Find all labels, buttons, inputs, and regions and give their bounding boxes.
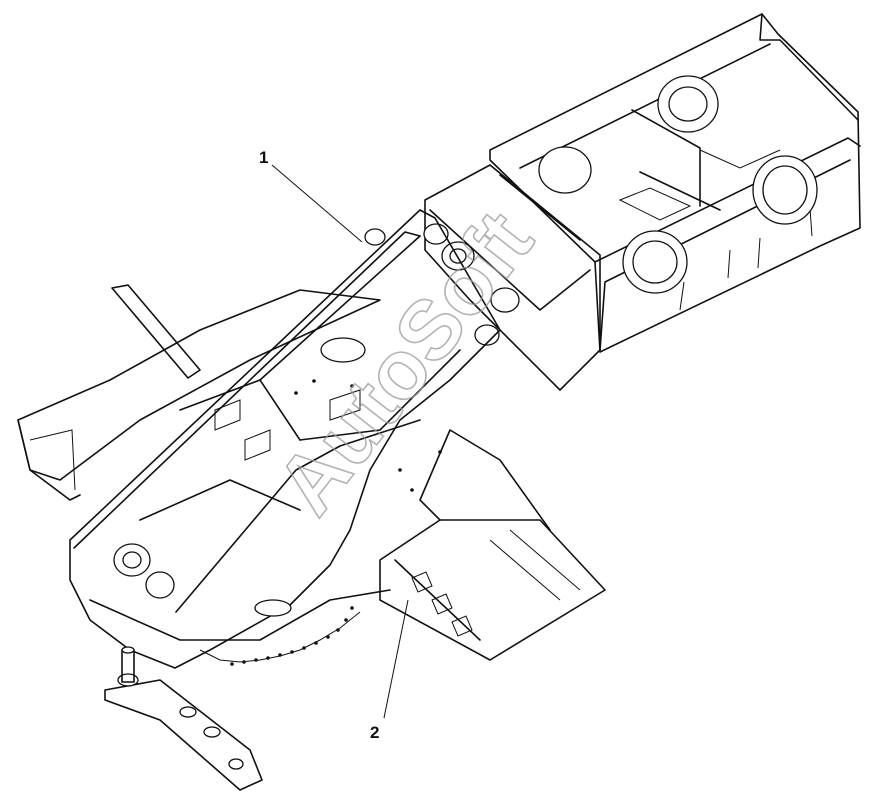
bolt-hole-rows	[230, 379, 442, 666]
callout-1-leader	[271, 164, 363, 243]
rear-bore-middle	[538, 146, 592, 194]
front-bracket	[104, 646, 263, 791]
frame-oval-cutout	[320, 337, 366, 363]
callout-2-leader	[383, 599, 409, 719]
rear-box-section	[489, 13, 861, 353]
right-tray	[379, 429, 606, 661]
left-post	[111, 284, 201, 379]
main-frame	[69, 209, 501, 669]
callout-1-label: 1	[259, 148, 268, 167]
left-outrigger	[17, 284, 381, 501]
callout-2-label: 2	[370, 723, 379, 742]
watermark-text: AutoSoft	[258, 194, 550, 531]
callout-2: 2	[370, 599, 409, 742]
callout-1: 1	[259, 148, 363, 243]
middle-bridge	[364, 164, 601, 391]
